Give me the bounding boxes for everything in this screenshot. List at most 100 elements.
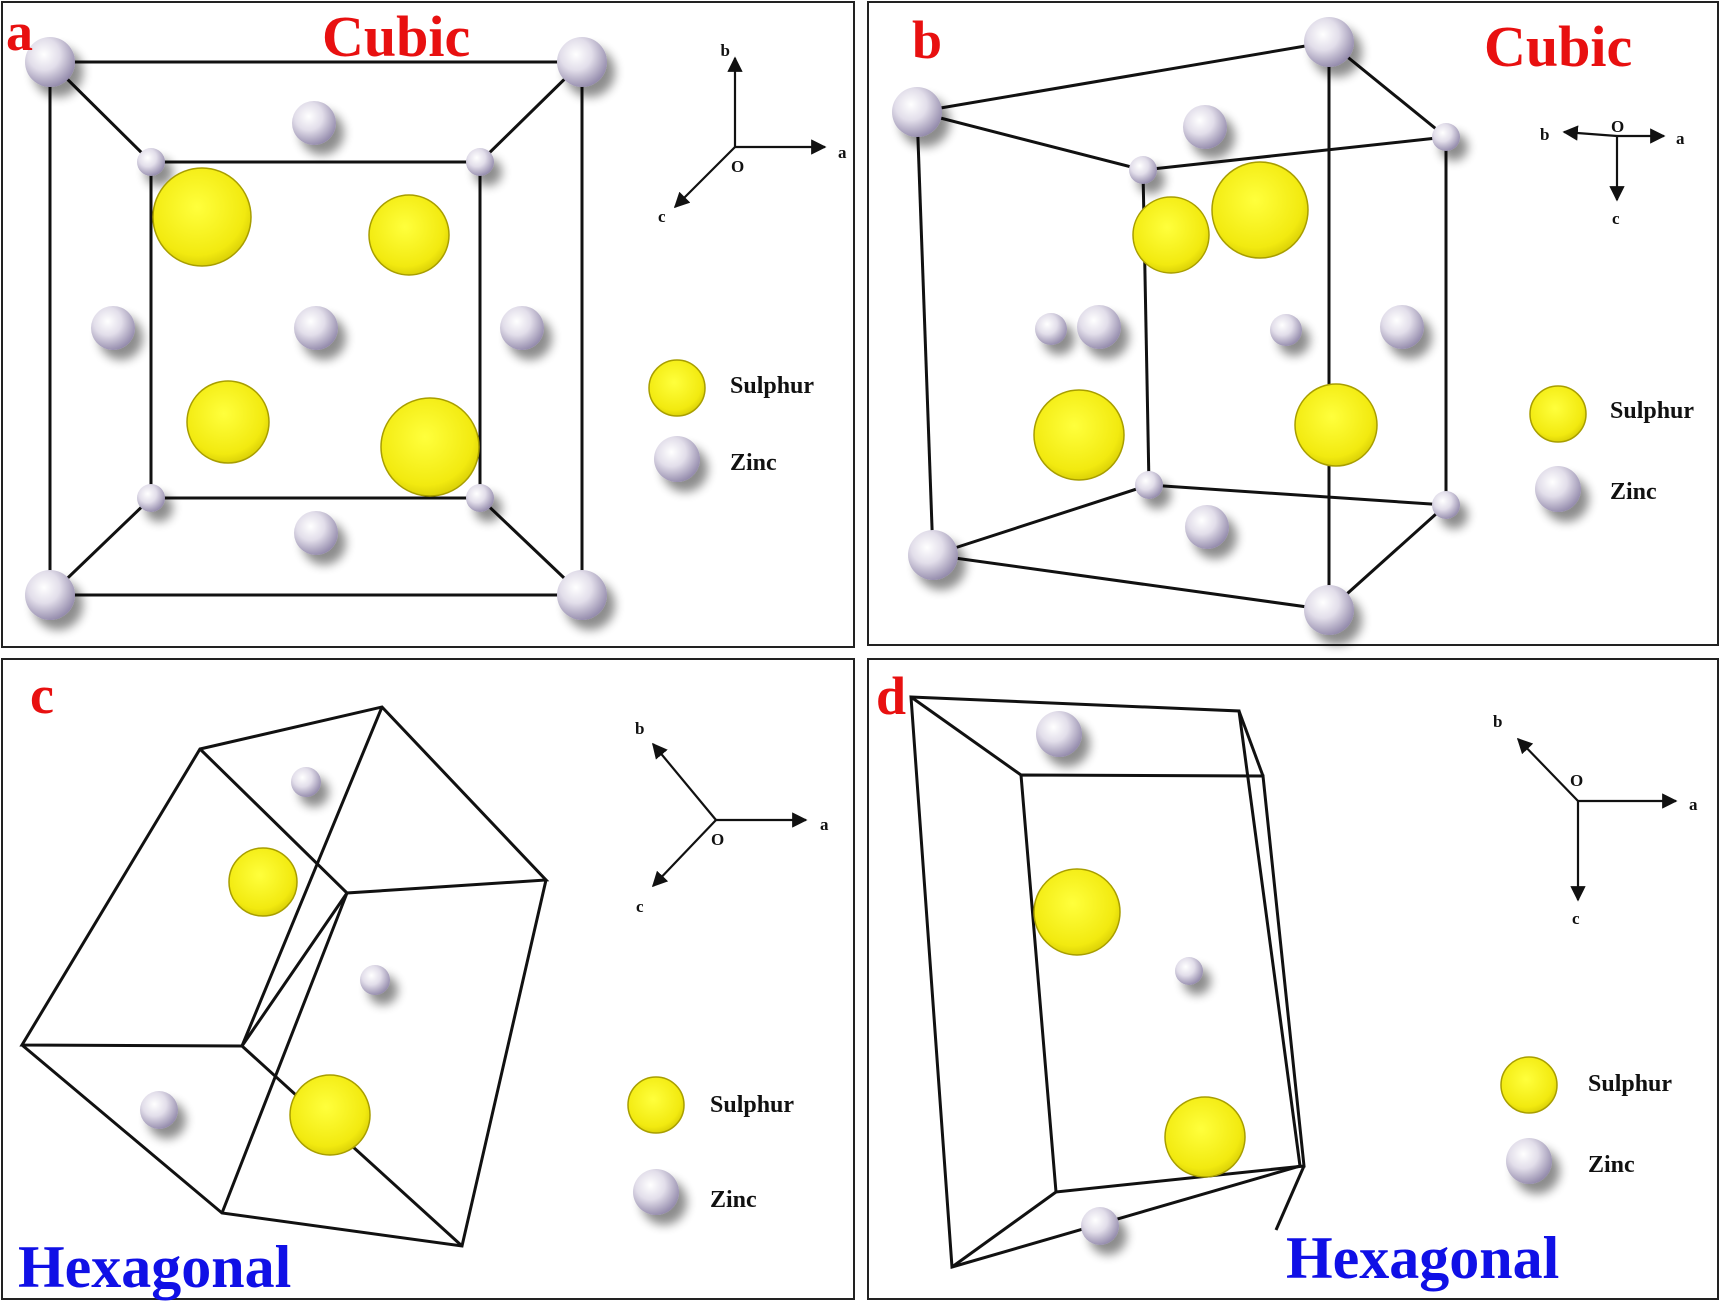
legend-sulphur-label: Sulphur xyxy=(1588,1071,1672,1097)
panel-letter-b: b xyxy=(912,10,942,70)
legend-zinc-swatch xyxy=(1535,466,1581,512)
axis-label-a: a xyxy=(838,143,847,162)
panel-c-frame xyxy=(1,658,855,1300)
panel-b-atoms xyxy=(892,17,1460,635)
panel-d-legend: Sulphur Zinc xyxy=(1500,1056,1672,1184)
axis-label-b: b xyxy=(1540,125,1549,144)
legend-sulphur-swatch xyxy=(648,359,706,417)
zinc-atom xyxy=(91,306,135,350)
panel-letter-a: a xyxy=(6,2,33,62)
panel-a-atoms xyxy=(25,37,607,620)
zinc-atom xyxy=(1380,305,1424,349)
axis-label-c: c xyxy=(1572,909,1580,928)
zinc-atom xyxy=(25,570,75,620)
zinc-atom xyxy=(466,484,494,512)
panel-b: b a c O Sulphur Zinc b Cubic xyxy=(867,1,1719,646)
zinc-atom xyxy=(1036,711,1082,757)
axis-label-a: a xyxy=(820,815,829,834)
zinc-atom xyxy=(466,148,494,176)
panel-c: b a c O Sulphur Zinc c Hexagonal xyxy=(1,658,855,1300)
panel-b-phase-label: Cubic xyxy=(1484,14,1632,79)
zinc-atom xyxy=(1304,585,1354,635)
axis-label-a: a xyxy=(1676,129,1685,148)
zinc-atom xyxy=(1081,1207,1119,1245)
axis-label-c: c xyxy=(636,897,644,916)
axis-origin-label: O xyxy=(1570,771,1583,790)
axis-origin-label: O xyxy=(711,830,724,849)
panel-letter-c: c xyxy=(30,665,54,725)
sulphur-atom xyxy=(1132,196,1210,274)
zinc-atom xyxy=(137,148,165,176)
axis-label-b: b xyxy=(721,41,730,60)
axis-label-a: a xyxy=(1689,795,1698,814)
legend-zinc-label: Zinc xyxy=(710,1187,757,1213)
axis-label-b: b xyxy=(635,719,644,738)
zinc-atom xyxy=(892,87,942,137)
zinc-atom xyxy=(291,767,321,797)
legend-sulphur-swatch xyxy=(627,1076,685,1134)
zinc-atom xyxy=(557,570,607,620)
panel-b-legend: Sulphur Zinc xyxy=(1529,385,1694,512)
legend-zinc-label: Zinc xyxy=(1610,479,1657,505)
zinc-atom xyxy=(1183,105,1227,149)
zinc-atom xyxy=(1035,313,1067,345)
axis-label-c: c xyxy=(1612,209,1620,228)
axis-label-b: b xyxy=(1493,712,1502,731)
legend-sulphur-label: Sulphur xyxy=(710,1092,794,1118)
zinc-atom xyxy=(1129,156,1157,184)
zinc-atom xyxy=(500,306,544,350)
sulphur-atom xyxy=(1211,161,1309,259)
zinc-atom xyxy=(292,101,336,145)
zinc-atom xyxy=(294,511,338,555)
sulphur-atom xyxy=(1164,1096,1246,1178)
legend-sulphur-swatch xyxy=(1500,1056,1558,1114)
zinc-atom xyxy=(1077,305,1121,349)
panel-d-frame xyxy=(867,658,1719,1300)
panel-a-legend: Sulphur Zinc xyxy=(648,359,814,482)
panel-a: b a c O Sulphur Zinc a Cubic xyxy=(1,1,855,648)
panel-c-axes: b a c O xyxy=(635,719,829,916)
panel-d: b a c O Sulphur Zinc d Hexagonal xyxy=(867,658,1719,1300)
sulphur-atom xyxy=(368,194,450,276)
zinc-atom xyxy=(25,37,75,87)
axis-origin-label: O xyxy=(1611,117,1624,136)
zinc-atom xyxy=(908,530,958,580)
panel-c-phase-label: Hexagonal xyxy=(18,1234,291,1300)
panel-b-axes: b a c O xyxy=(1540,117,1685,228)
zinc-atom xyxy=(1135,471,1163,499)
panel-c-legend: Sulphur Zinc xyxy=(627,1076,794,1215)
sulphur-atom xyxy=(152,167,252,267)
zinc-atom xyxy=(1304,17,1354,67)
sulphur-atom xyxy=(1294,383,1378,467)
legend-sulphur-label: Sulphur xyxy=(1610,398,1694,424)
panel-a-frame xyxy=(1,1,855,648)
legend-zinc-label: Zinc xyxy=(1588,1152,1635,1178)
zinc-atom xyxy=(140,1091,178,1129)
zinc-atom xyxy=(1432,123,1460,151)
sulphur-atom xyxy=(1033,868,1121,956)
panel-d-atoms xyxy=(1033,711,1246,1245)
panel-c-atoms xyxy=(140,767,390,1156)
legend-zinc-swatch xyxy=(1506,1138,1552,1184)
zinc-atom xyxy=(557,37,607,87)
panel-letter-d: d xyxy=(876,666,906,726)
panel-a-phase-label: Cubic xyxy=(322,4,470,69)
sulphur-atom xyxy=(380,397,480,497)
sulphur-atom xyxy=(289,1074,371,1156)
panel-d-phase-label: Hexagonal xyxy=(1286,1225,1559,1291)
panel-a-axes: b a c O xyxy=(658,41,847,226)
sulphur-atom xyxy=(228,847,298,917)
sulphur-atom xyxy=(1033,389,1125,481)
zinc-atom xyxy=(360,965,390,995)
panel-d-axes: b a c O xyxy=(1493,712,1698,928)
zinc-atom xyxy=(1270,314,1302,346)
legend-sulphur-label: Sulphur xyxy=(730,373,814,399)
legend-zinc-swatch xyxy=(633,1169,679,1215)
legend-sulphur-swatch xyxy=(1529,385,1587,443)
sulphur-atom xyxy=(186,380,270,464)
axis-label-c: c xyxy=(658,207,666,226)
panel-d-lattice xyxy=(909,695,1306,1269)
legend-zinc-label: Zinc xyxy=(730,450,777,476)
zinc-atom xyxy=(294,306,338,350)
